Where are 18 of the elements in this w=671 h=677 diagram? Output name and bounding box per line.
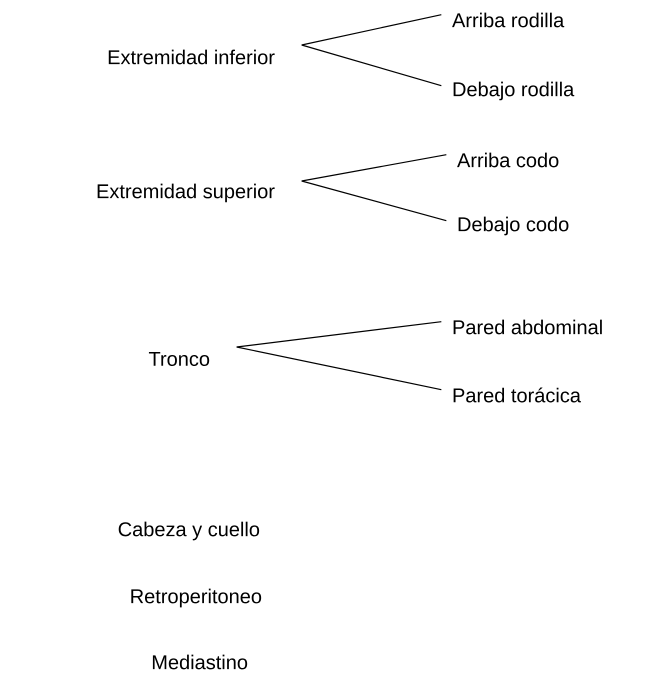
node-label: Debajo rodilla xyxy=(454,82,574,100)
branch-line xyxy=(236,321,442,348)
node-label: Extremidad inferior xyxy=(108,50,275,64)
node-label: Tronco xyxy=(148,352,210,366)
branch-line xyxy=(302,44,442,86)
branch-line xyxy=(302,180,446,222)
branch-line xyxy=(236,346,442,390)
region-label: Retroperitoneo xyxy=(131,588,262,608)
node-label: Debajo codo xyxy=(458,216,568,236)
branch-line xyxy=(302,154,446,182)
region-label: Cabeza y cuello xyxy=(118,522,260,540)
branch-line xyxy=(302,14,442,46)
node-label: Extremidad superior xyxy=(98,184,275,202)
node-label: Arriba codo xyxy=(457,152,558,168)
region-label: Mediastino xyxy=(152,654,248,670)
node-label: Arriba rodilla xyxy=(452,12,564,28)
node-label: Pared abdominal xyxy=(454,320,602,334)
node-label: Pared torácica xyxy=(454,388,581,402)
